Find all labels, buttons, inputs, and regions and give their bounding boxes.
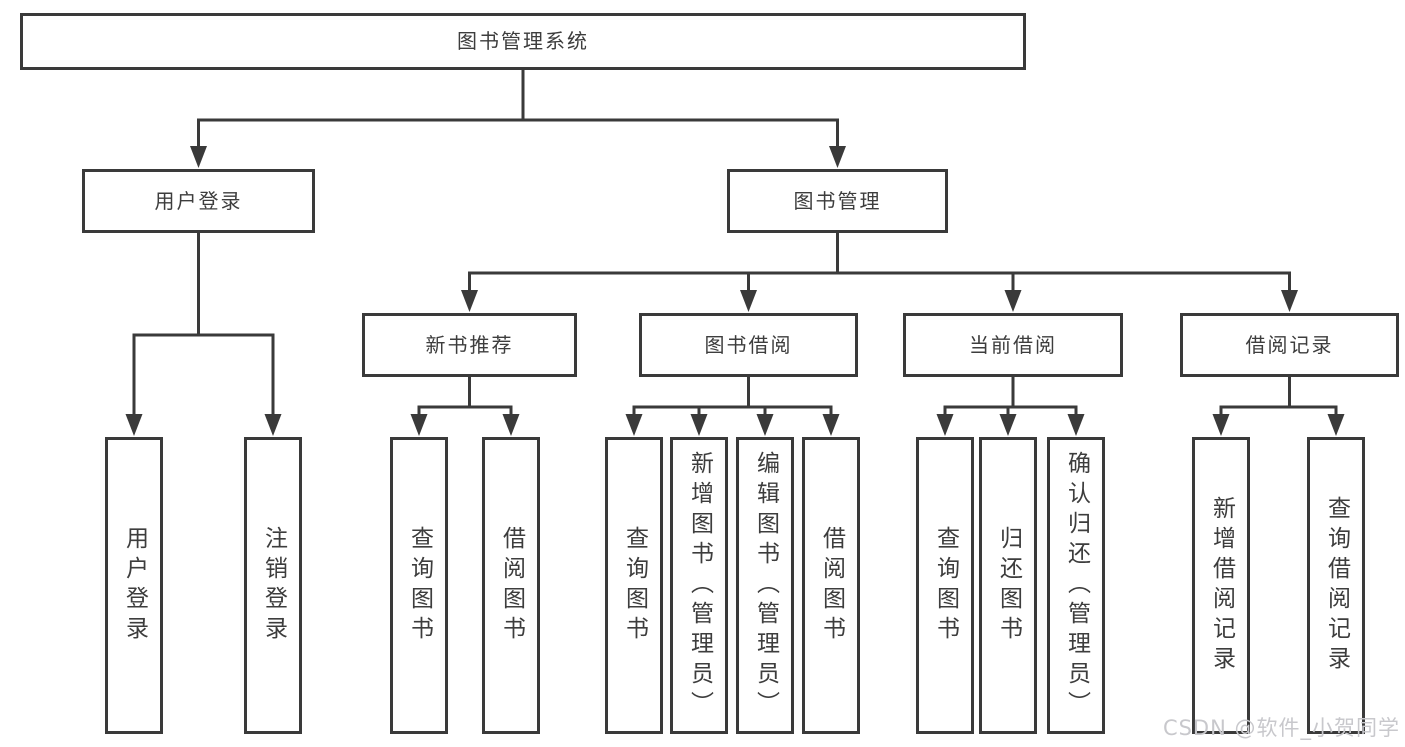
node-current-borrow: 当前借阅: [903, 313, 1123, 377]
leaf-confirm-return-admin: 确认归还（管理员）: [1047, 437, 1105, 734]
watermark: CSDN @软件_小贺同学: [1162, 716, 1400, 740]
node-library-management-system: 图书管理系统: [20, 13, 1026, 70]
leaf-borrow-books: 借阅图书: [802, 437, 860, 734]
leaf-borrow-books: 借阅图书: [482, 437, 540, 734]
leaf-add-book-admin: 新增图书（管理员）: [670, 437, 728, 734]
leaf-query-borrow-record: 查询借阅记录: [1307, 437, 1365, 734]
leaf-return-books: 归还图书: [979, 437, 1037, 734]
leaf-query-books: 查询图书: [916, 437, 974, 734]
leaf-edit-book-admin: 编辑图书（管理员）: [736, 437, 794, 734]
leaf-add-borrow-record: 新增借阅记录: [1192, 437, 1250, 734]
leaf-logout-login: 注销登录: [244, 437, 302, 734]
node-book-management: 图书管理: [727, 169, 948, 233]
leaf-user-login: 用户登录: [105, 437, 163, 734]
node-borrow-record: 借阅记录: [1180, 313, 1399, 377]
leaf-query-books: 查询图书: [390, 437, 448, 734]
node-user-login: 用户登录: [82, 169, 315, 233]
node-new-book-recommend: 新书推荐: [362, 313, 577, 377]
leaf-query-books: 查询图书: [605, 437, 663, 734]
node-book-borrow: 图书借阅: [639, 313, 858, 377]
